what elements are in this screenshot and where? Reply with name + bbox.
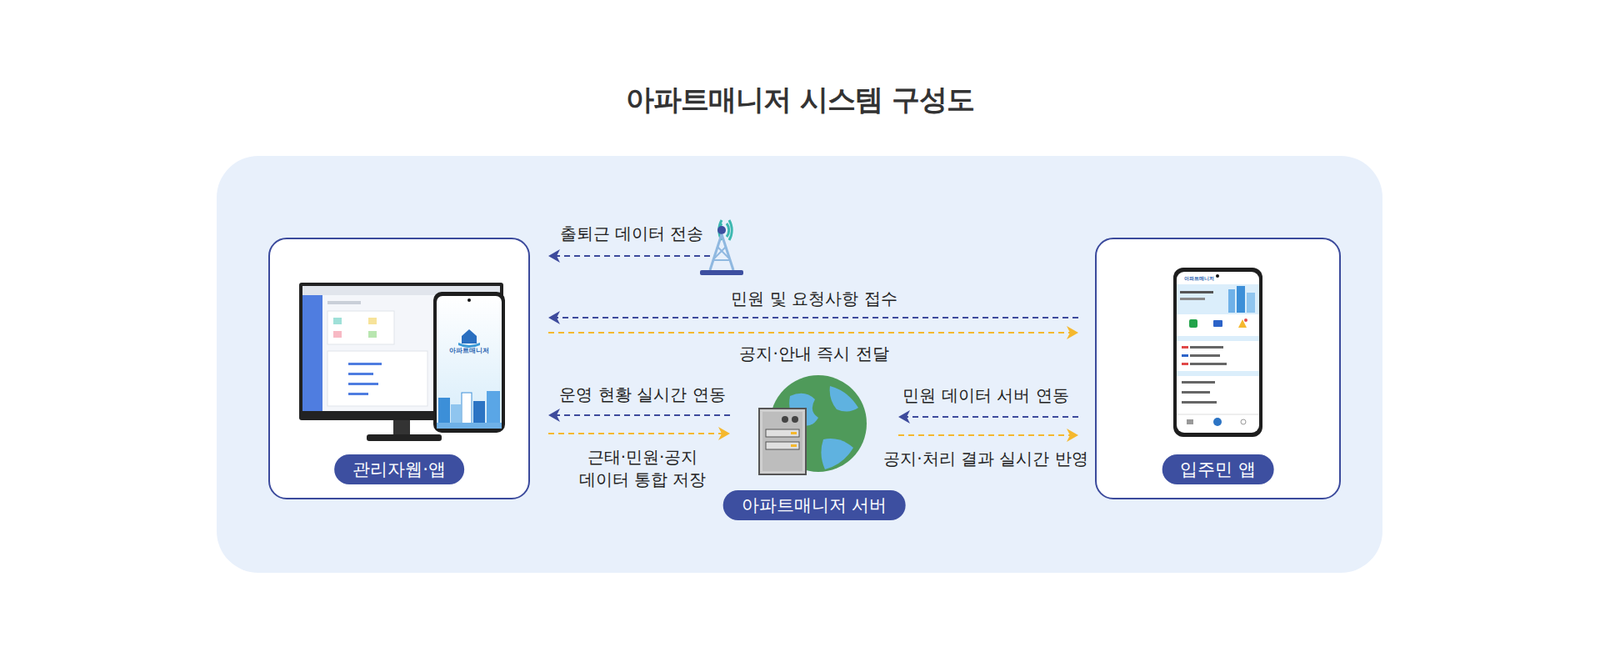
edge-label: 근태·민원·공지 데이터 통합 저장 [571,445,714,491]
connector-arrow [548,426,730,440]
tower-icon [700,220,744,275]
connector-arrow [548,408,730,422]
node-label-pill: 아파트매니저 서버 [723,490,906,520]
admin-box: 관리자웹·앱 [268,237,530,500]
free-label: 출퇴근 데이터 전송 [560,222,705,245]
connector-arrow [548,325,1079,340]
edge-label: 공지·안내 즉시 전달 [739,342,889,365]
edge-label: 민원 데이터 서버 연동 [902,384,1069,407]
server-node: 아파트매니저 서버 [731,370,897,521]
diagram-title: 아파트매니저 시스템 구성도 [625,80,975,120]
edge-label: 운영 현황 실시간 연동 [559,383,725,406]
node-label-pill: 입주민 앱 [1161,454,1275,485]
connector-arrow [898,410,1079,424]
free-label: 아파트매니저 [1184,275,1215,283]
edge-label: 공지·처리 결과 실시간 반영 [883,447,1088,470]
tower-arrow [548,249,710,263]
resident-box: 입주민 앱 [1095,237,1341,500]
connector-arrow [898,428,1079,442]
node-label-pill: 관리자웹·앱 [334,454,465,485]
free-label: 아파트매니저 [449,345,490,355]
edge-label: 민원 및 요청사항 접수 [730,287,897,310]
connector-arrow [548,310,1079,325]
